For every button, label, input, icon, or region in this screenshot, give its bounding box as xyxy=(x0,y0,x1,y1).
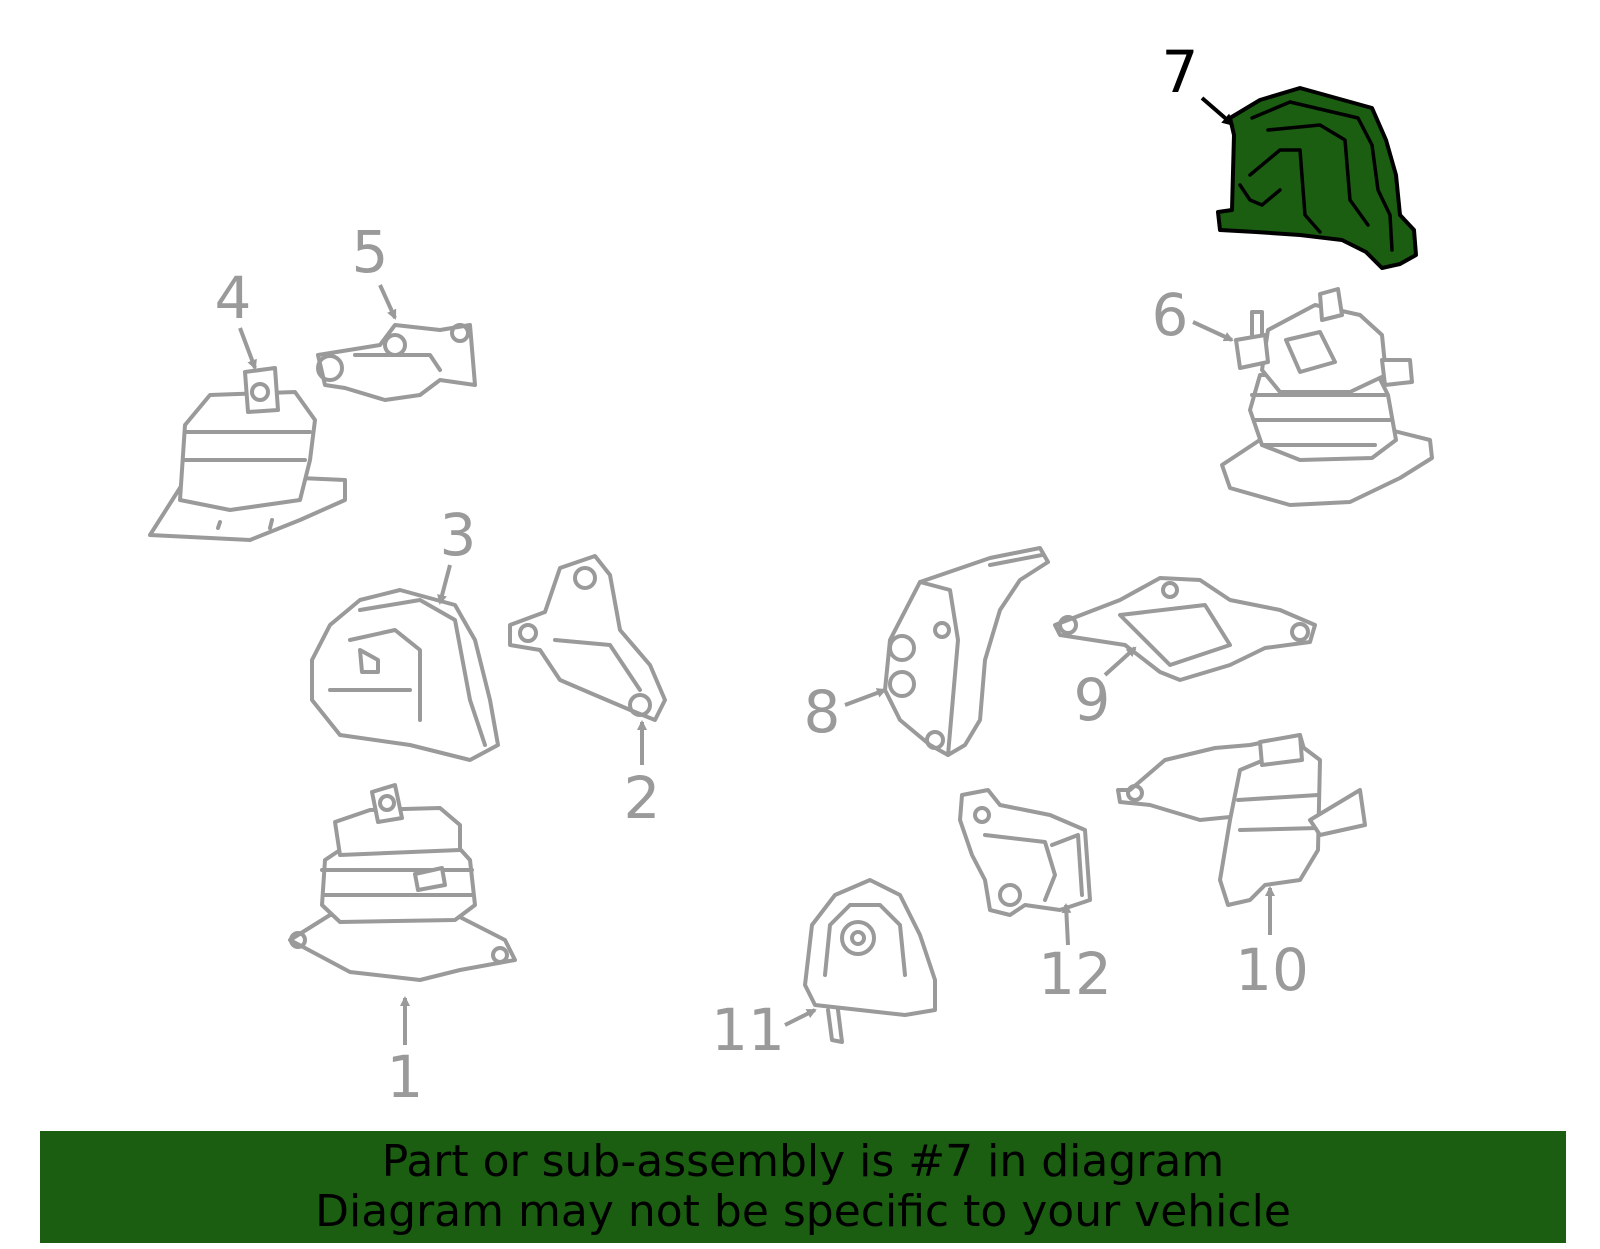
callout-8[interactable]: 8 xyxy=(804,678,841,746)
callout-6[interactable]: 6 xyxy=(1152,281,1189,349)
part-11-mount[interactable] xyxy=(803,878,937,1044)
part-1-engine-mount[interactable] xyxy=(288,783,517,982)
callout-arrow-6 xyxy=(1192,320,1234,342)
banner-line-1: Part or sub-assembly is #7 in diagram xyxy=(381,1136,1225,1187)
part-5-bracket[interactable] xyxy=(316,323,477,402)
info-banner: Part or sub-assembly is #7 in diagram Di… xyxy=(40,1131,1566,1243)
callout-arrow-11 xyxy=(784,1008,817,1027)
banner-line-2: Diagram may not be specific to your vehi… xyxy=(315,1186,1291,1237)
callout-2[interactable]: 2 xyxy=(624,764,661,832)
callout-arrow-8 xyxy=(844,688,887,707)
callout-arrow-9 xyxy=(1103,646,1137,677)
callout-arrow-12 xyxy=(1061,903,1072,946)
callout-5[interactable]: 5 xyxy=(352,218,389,286)
part-7-mount-bracket[interactable] xyxy=(1216,86,1418,270)
callout-arrow-7 xyxy=(1200,96,1235,126)
part-6-engine-mount[interactable] xyxy=(1220,287,1434,507)
callout-9[interactable]: 9 xyxy=(1074,666,1111,734)
parts-diagram: 7 6 4 5 3 2 1 8 9 10 11 12 xyxy=(148,38,1434,1111)
callout-4[interactable]: 4 xyxy=(215,264,252,332)
callout-3[interactable]: 3 xyxy=(440,501,477,569)
callout-11[interactable]: 11 xyxy=(711,996,785,1064)
part-8-bracket[interactable] xyxy=(883,546,1050,757)
part-2-bracket[interactable] xyxy=(508,554,667,722)
callout-10[interactable]: 10 xyxy=(1235,936,1309,1004)
part-12-bracket[interactable] xyxy=(958,788,1092,917)
callout-12[interactable]: 12 xyxy=(1038,940,1112,1008)
part-3-mount-bracket[interactable] xyxy=(310,588,500,762)
part-10-engine-mount[interactable] xyxy=(1116,733,1367,907)
callout-1[interactable]: 1 xyxy=(387,1043,424,1111)
callout-arrow-5 xyxy=(378,284,397,320)
callout-arrow-3 xyxy=(437,564,452,605)
callout-arrow-4 xyxy=(238,327,257,370)
part-9-bracket[interactable] xyxy=(1053,576,1317,682)
callout-7[interactable]: 7 xyxy=(1162,38,1199,106)
part-4-engine-mount[interactable] xyxy=(148,366,347,542)
